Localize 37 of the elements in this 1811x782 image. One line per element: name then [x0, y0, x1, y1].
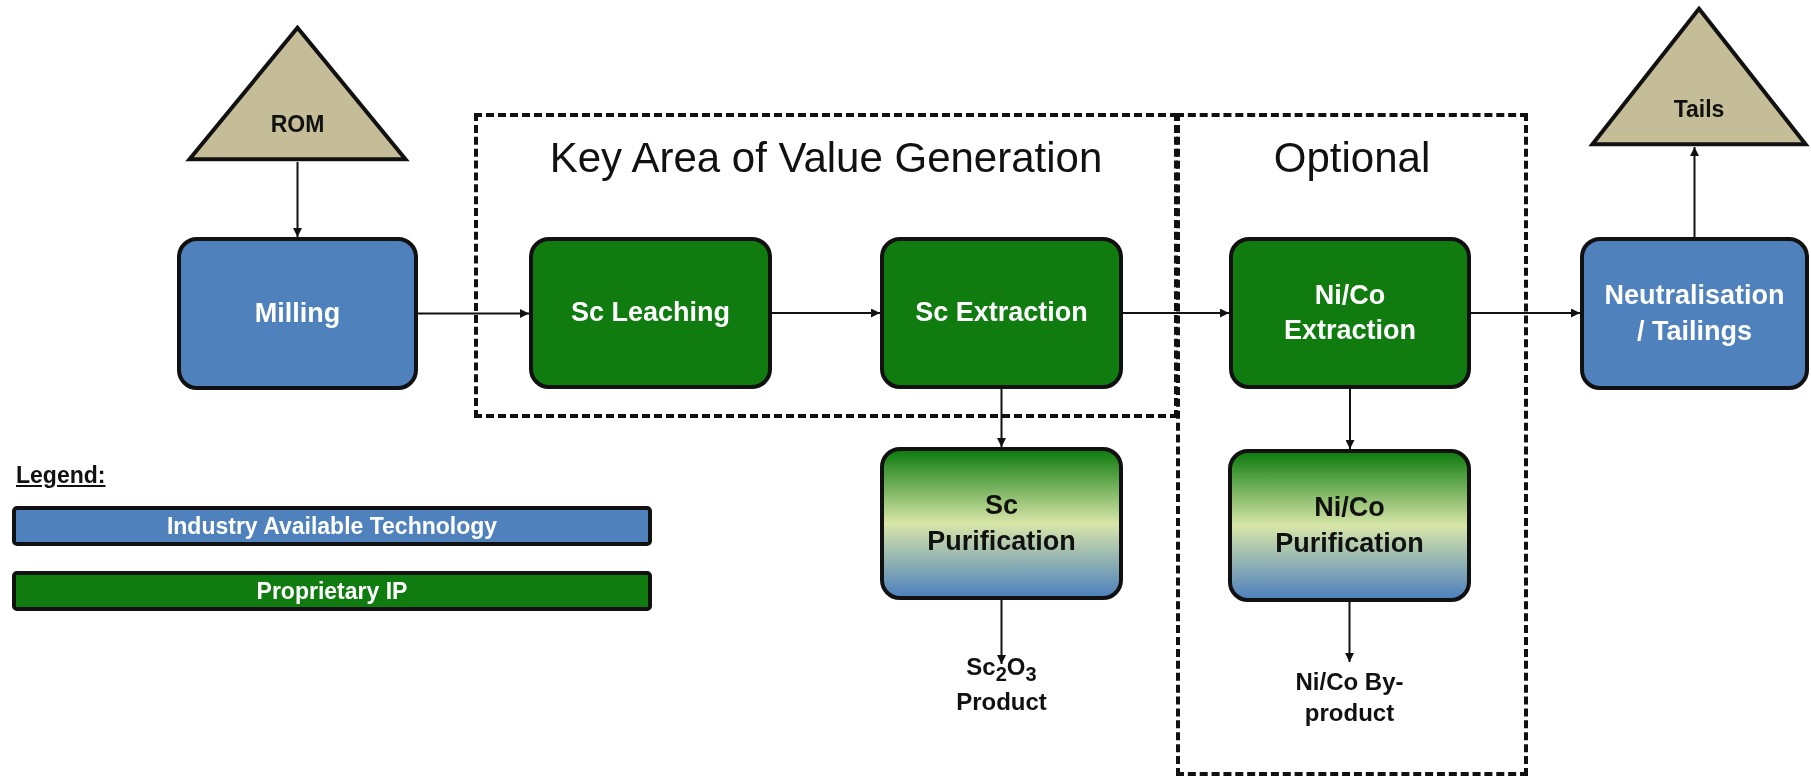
legend-text: Industry Available Technology — [166, 512, 498, 540]
arrow — [997, 388, 1006, 448]
arrow — [1345, 601, 1354, 663]
region-title: Optional — [1273, 133, 1431, 183]
arrow — [1690, 146, 1699, 238]
process-box — [880, 237, 1123, 389]
arrow — [1122, 308, 1230, 318]
arrow — [997, 599, 1006, 665]
legend-text: Proprietary IP — [256, 577, 408, 605]
arrow — [417, 309, 530, 318]
node-text: Sc Purification — [926, 489, 1077, 558]
triangle-node — [185, 25, 410, 162]
legend-title: Legend: — [16, 462, 106, 489]
dashed-region — [474, 113, 1178, 418]
node-text: Milling — [254, 296, 341, 330]
node-text: Ni/Co Extraction — [1282, 278, 1417, 347]
process-box — [529, 237, 772, 389]
triangle-node — [1588, 6, 1810, 147]
arrow — [771, 308, 881, 318]
region-title: Key Area of Value Generation — [549, 133, 1103, 183]
node-text: Ni/Co Purification — [1274, 491, 1425, 560]
node-text: ROM — [270, 110, 325, 140]
process-box — [880, 447, 1123, 600]
arrow — [1470, 308, 1581, 318]
node-text: Ni/Co By-product — [1294, 666, 1405, 728]
process-box — [1580, 237, 1809, 390]
node-text: Sc$_{2}$O$_{3}$ Product — [955, 651, 1048, 718]
node-text: Sc Extraction — [915, 296, 1088, 330]
node-text: Tails — [1673, 95, 1725, 125]
dashed-region — [1176, 113, 1528, 776]
process-box — [177, 237, 418, 390]
process-box — [1228, 449, 1471, 602]
arrow — [1345, 388, 1355, 450]
node-text: Neutralisation / Tailings — [1603, 279, 1786, 348]
process-box — [1229, 237, 1471, 389]
node-text: Sc Leaching — [570, 296, 730, 330]
arrow — [293, 161, 302, 238]
